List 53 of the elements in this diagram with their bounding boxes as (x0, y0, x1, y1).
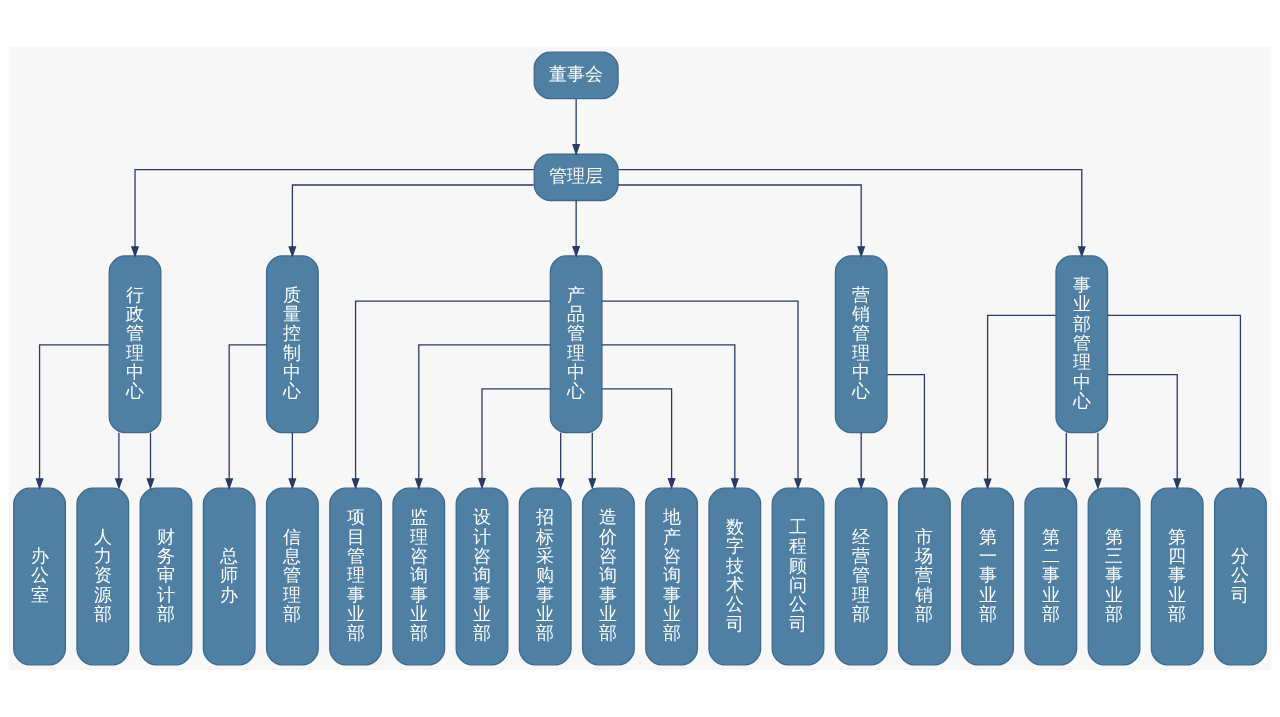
arrow (477, 388, 551, 490)
arrow (601, 300, 803, 490)
node-box: 招标采购事业部 (518, 487, 572, 666)
arrow (886, 373, 929, 490)
node-box: 董事会 (533, 51, 619, 100)
node-box: 分公司 (1214, 487, 1267, 666)
arrow (857, 432, 866, 490)
node-box: 项目管理事业部 (329, 487, 383, 666)
arrow (601, 344, 739, 490)
node-box: 总师办 (202, 487, 256, 666)
node-box: 信息管理部 (265, 487, 319, 666)
node-box: 市场营销部 (897, 487, 951, 666)
node-box: 财务审计部 (139, 487, 193, 666)
arrow (588, 432, 597, 490)
arrow (35, 344, 110, 490)
arrow (556, 432, 565, 490)
arrow (1062, 432, 1071, 490)
arrow (1106, 314, 1245, 490)
arrow (146, 432, 155, 490)
arrow (601, 388, 676, 490)
node-box: 事业部管理中心 (1055, 255, 1109, 434)
node-box: 第一事业部 (961, 487, 1015, 666)
node-box: 管理层 (533, 153, 619, 202)
arrow (617, 184, 866, 258)
node-box: 第四事业部 (1150, 487, 1204, 666)
node-box: 监理咨询事业部 (392, 487, 446, 666)
node-box: 办公室 (13, 487, 66, 666)
arrow (572, 98, 581, 156)
arrow (288, 432, 297, 490)
node-box: 工程顾问公司 (771, 487, 825, 666)
node-box: 第二事业部 (1024, 487, 1078, 666)
node-box: 人力资源部 (76, 487, 130, 666)
arrow (572, 199, 581, 258)
node-box: 经营管理部 (834, 487, 888, 666)
node-box: 造价咨询事业部 (581, 487, 635, 666)
arrow (351, 300, 551, 490)
arrow (288, 184, 535, 258)
arrow (114, 432, 123, 490)
node-box: 产品管理中心 (549, 255, 603, 434)
arrow (1107, 373, 1182, 490)
arrow (617, 168, 1086, 258)
node-box: 第三事业部 (1087, 487, 1141, 666)
node-box: 设计咨询事业部 (455, 487, 509, 666)
arrow (983, 314, 1057, 490)
arrow (225, 344, 267, 490)
arrow (130, 168, 535, 258)
node-box: 地产咨询事业部 (645, 487, 699, 666)
arrow (414, 344, 551, 490)
node-box: 数字技术公司 (708, 487, 762, 666)
node-box: 质量控制中心 (265, 255, 319, 434)
node-box: 行政管理中心 (108, 255, 162, 434)
arrow (1093, 432, 1102, 490)
node-box: 营销管理中心 (834, 255, 888, 434)
